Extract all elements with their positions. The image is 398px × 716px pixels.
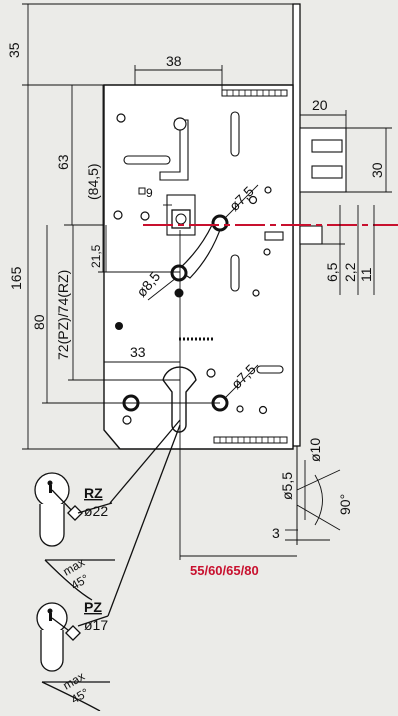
dim-9: 9: [146, 186, 153, 200]
lever-pin: [174, 288, 184, 298]
dim-strike-10: ø10: [307, 438, 323, 462]
dim-165: 165: [8, 266, 24, 290]
dim-30: 30: [369, 162, 385, 178]
dim-63: 63: [55, 154, 71, 170]
cylinder-cutout: [162, 366, 197, 433]
dim-strike-5-5: ø5,5: [279, 472, 295, 500]
follower-center: [175, 213, 187, 225]
latch-bolt: [299, 127, 347, 245]
dim-80: 80: [31, 314, 47, 330]
dim-3: 3: [272, 525, 280, 541]
small-holes: [113, 113, 272, 425]
pz-cylinder: [36, 424, 181, 712]
dim-21-5: 21,5: [89, 244, 103, 268]
dim-33: 33: [130, 344, 146, 360]
pz-label: PZ: [84, 599, 102, 615]
keyhole-icon: [47, 480, 53, 621]
square-symbol: [138, 187, 146, 195]
dim-6-5: 6,5: [324, 262, 340, 282]
dimension-lines: [22, 3, 392, 560]
bottom-toothed-strip: [213, 436, 288, 444]
dim-72-74: 72(PZ)/74(RZ): [55, 270, 71, 360]
dim-20: 20: [312, 97, 328, 113]
strip-teeth: [219, 90, 282, 443]
backset-options: 55/60/65/80: [190, 563, 259, 578]
rz-label: RZ: [84, 485, 103, 501]
dim-38: 38: [166, 53, 182, 69]
dim-11: 11: [358, 267, 374, 282]
pz-diameter: ø17: [84, 617, 108, 633]
dim-2-2: 2,2: [342, 262, 358, 282]
dim-angle-90: 90°: [337, 494, 353, 515]
dim-84-5: (84,5): [85, 163, 101, 200]
pin-hole: [115, 322, 123, 330]
dim-35: 35: [6, 42, 22, 58]
rz-diameter: ø22: [84, 503, 108, 519]
top-toothed-strip: [221, 89, 288, 97]
